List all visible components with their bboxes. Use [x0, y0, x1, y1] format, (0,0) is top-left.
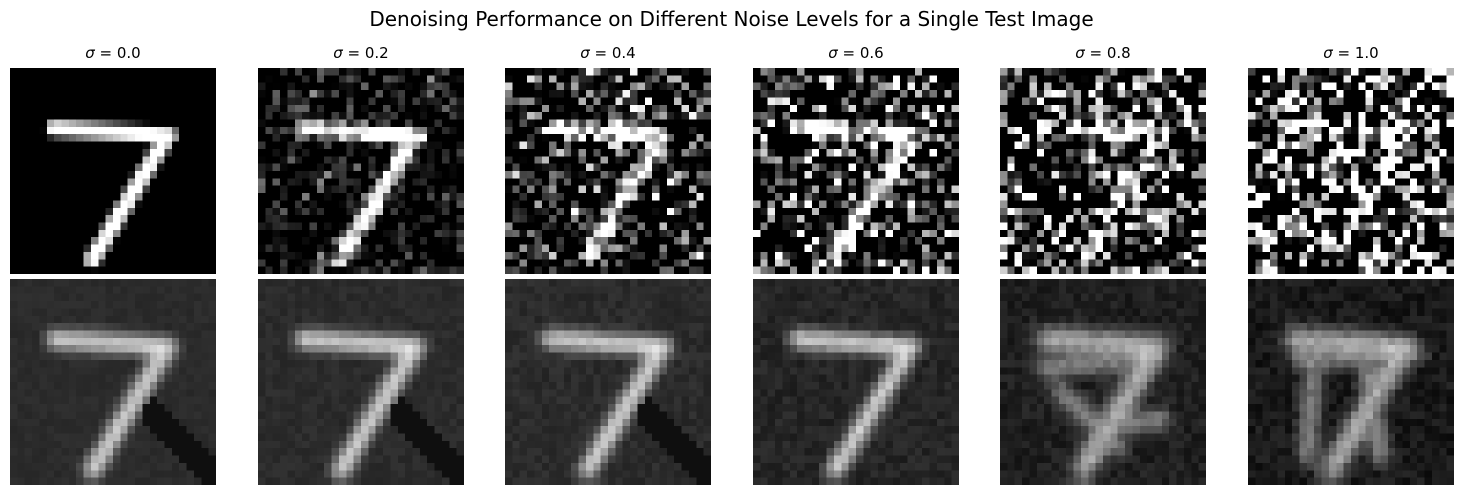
noisy-image	[505, 68, 711, 274]
column-title: σ = 0.2	[333, 44, 389, 62]
denoised-image	[753, 279, 959, 485]
denoised-image	[505, 279, 711, 485]
noisy-image	[1000, 68, 1206, 274]
denoised-image	[10, 279, 216, 485]
noisy-image	[1248, 68, 1454, 274]
column-title: σ = 0.4	[580, 44, 636, 62]
figure-title: Denoising Performance on Different Noise…	[369, 7, 1094, 31]
sigma-value: 0.8	[1106, 44, 1131, 62]
denoised-image	[1000, 279, 1206, 485]
denoised-image	[258, 279, 464, 485]
noisy-image	[258, 68, 464, 274]
sigma-symbol: σ	[828, 44, 838, 62]
column-title: σ = 0.6	[828, 44, 884, 62]
denoised-image	[1248, 279, 1454, 485]
column-title: σ = 0.0	[85, 44, 141, 62]
noisy-image	[10, 68, 216, 274]
sigma-symbol: σ	[1323, 44, 1333, 62]
sigma-symbol: σ	[580, 44, 590, 62]
sigma-symbol: σ	[333, 44, 343, 62]
noisy-image	[753, 68, 959, 274]
sigma-value: 0.0	[116, 44, 141, 62]
sigma-value: 0.2	[364, 44, 389, 62]
sigma-value: 0.4	[611, 44, 636, 62]
column-title: σ = 0.8	[1075, 44, 1131, 62]
sigma-symbol: σ	[1075, 44, 1085, 62]
column-title: σ = 1.0	[1323, 44, 1379, 62]
sigma-symbol: σ	[85, 44, 95, 62]
sigma-value: 1.0	[1354, 44, 1379, 62]
sigma-value: 0.6	[859, 44, 884, 62]
